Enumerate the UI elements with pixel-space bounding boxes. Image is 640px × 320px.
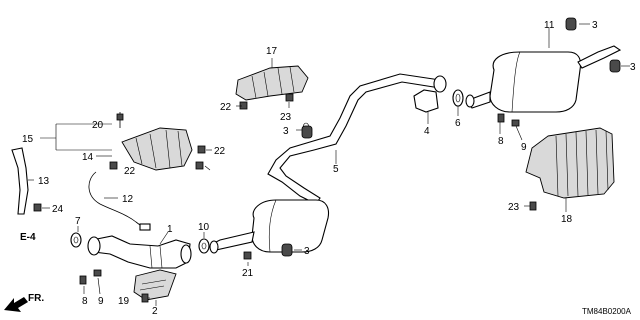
oxygen-sensor: [88, 171, 151, 231]
callout-3: 3: [283, 126, 289, 137]
callout-22: 22: [214, 146, 226, 157]
callout-11: 11: [544, 20, 555, 31]
gasket-7: [70, 232, 82, 248]
callout-13: 13: [38, 176, 50, 187]
diagram-code: TM84B0200A: [582, 307, 632, 316]
callout-24: 24: [52, 204, 64, 215]
gasket-10: [198, 238, 210, 254]
callout-2: 2: [152, 306, 158, 317]
callout-5: 5: [333, 164, 339, 175]
callout-1: 1: [167, 224, 173, 235]
gasket-6: [452, 89, 464, 107]
converter-lower-shield: [133, 269, 177, 301]
section-reference: E-4: [20, 232, 36, 243]
exhaust-hanger-bracket: [11, 147, 29, 215]
catalytic-converter: [87, 235, 192, 269]
callout-12: 12: [122, 194, 134, 205]
fasteners: [33, 93, 537, 303]
callout-23: 23: [280, 112, 292, 123]
callout-23: 23: [508, 202, 520, 213]
callout-18: 18: [561, 214, 573, 225]
callout-8: 8: [498, 136, 504, 147]
callout-6: 6: [455, 118, 461, 129]
callout-19: 19: [118, 296, 130, 307]
callout-17: 17: [266, 46, 278, 57]
callout-10: 10: [198, 222, 210, 233]
front-direction-label: FR.: [28, 293, 44, 304]
leader-lines: [28, 23, 630, 306]
callout-3: 3: [592, 20, 598, 31]
callout-9: 9: [521, 142, 527, 153]
callout-8: 8: [82, 296, 88, 307]
callout-15: 15: [22, 134, 34, 145]
callout-9: 9: [98, 296, 104, 307]
callout-21: 21: [242, 268, 254, 279]
callout-7: 7: [75, 216, 81, 227]
callout-20: 20: [92, 120, 104, 131]
callout-3: 3: [304, 246, 310, 257]
callout-3: 3: [630, 62, 636, 73]
muffler: [465, 45, 622, 113]
rubber-mount: [281, 17, 621, 257]
manifold-heat-shield: [121, 127, 193, 171]
rear-heat-shield: [525, 127, 615, 199]
callout-labels: 1 2 3 3 3 3 4 5 6 7 8 8 9 9 10 11 12 13 …: [22, 20, 636, 317]
callout-22: 22: [124, 166, 136, 177]
callout-22: 22: [220, 102, 232, 113]
hanger-bracket-4: [413, 89, 439, 113]
upper-heat-shield: [235, 65, 309, 101]
callout-14: 14: [82, 152, 94, 163]
front-direction-arrow: [4, 297, 28, 312]
callout-4: 4: [424, 126, 430, 137]
middle-silencer: [209, 199, 330, 254]
